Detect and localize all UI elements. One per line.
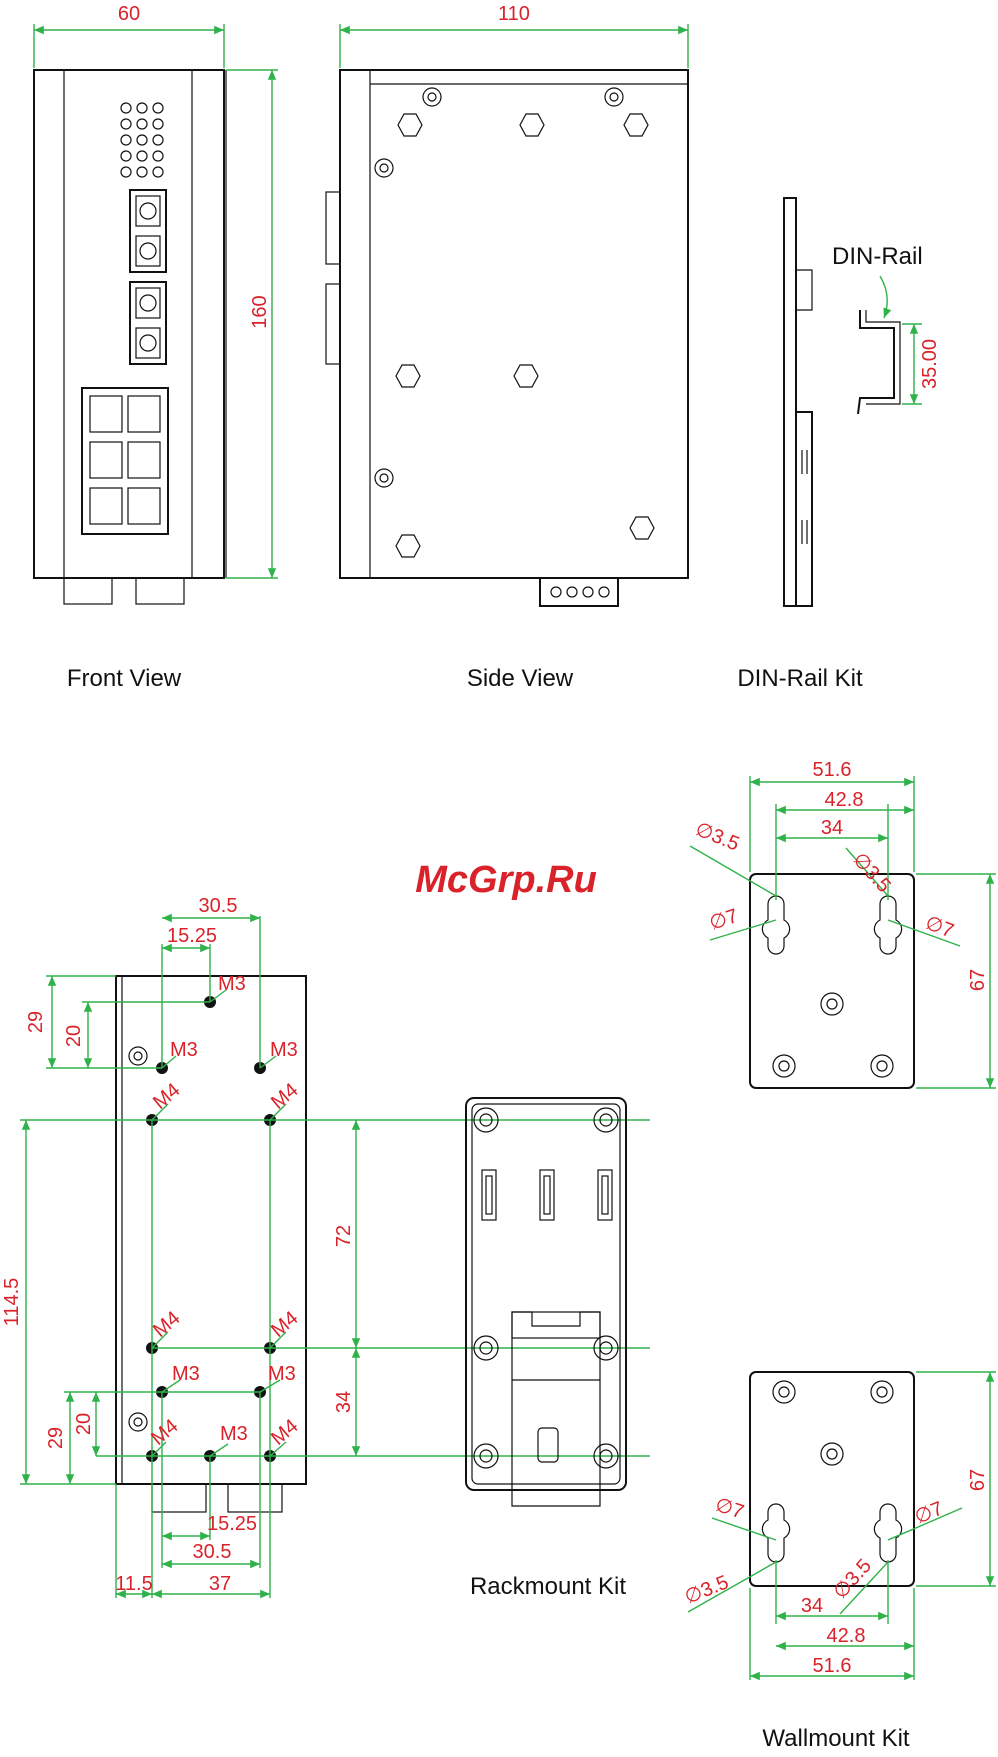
din-rail-label: DIN-Rail	[832, 243, 923, 270]
caption-din-rail-kit: DIN-Rail Kit	[737, 665, 863, 692]
wallmount-kit-bottom: 67 34 42.8 51.6 ∅3.5 ∅3.5 ∅7 ∅7	[682, 1371, 996, 1681]
caption-side-view: Side View	[467, 665, 574, 692]
wall-bottom-dim-51-6: 51.6	[813, 1655, 852, 1677]
screw-label-m3: M3	[218, 973, 246, 995]
wall-top-dim-51-6: 51.6	[813, 759, 852, 781]
wallmount-kit-top: 51.6 42.8 34 67 ∅3.5 ∅3.5 ∅7 ∅7	[689, 759, 996, 1089]
wall-top-dia-7-left: ∅7	[707, 905, 741, 935]
side-width-dim: 110	[498, 3, 530, 25]
rack-kit-screws	[473, 1107, 619, 1469]
rack-dim-20-top: 20	[63, 1025, 85, 1047]
screw-label-m3: M3	[220, 1423, 248, 1445]
screw-label-m4: M4	[149, 1307, 184, 1342]
rj45-ports	[81, 387, 169, 535]
caption-wallmount-kit: Wallmount Kit	[762, 1725, 909, 1752]
screw-label-m3: M3	[170, 1039, 198, 1061]
wall-bottom-dia-3-5-right: ∅3.5	[829, 1555, 876, 1603]
wall-bottom-dim-42-8: 42.8	[827, 1625, 866, 1647]
side-hex-bolts	[395, 113, 655, 558]
front-height-dim: 160	[249, 295, 271, 328]
rack-dim-114-5: 114.5	[1, 1278, 23, 1327]
side-screws	[374, 87, 624, 488]
caption-rackmount-kit: Rackmount Kit	[470, 1573, 626, 1600]
front-width-dim: 60	[118, 3, 140, 25]
wall-bottom-dim-34: 34	[801, 1595, 823, 1617]
screw-label-m4: M4	[267, 1307, 302, 1342]
rack-dim-30-5-bottom: 30.5	[193, 1541, 232, 1563]
wall-bottom-dia-7-right: ∅7	[912, 1498, 947, 1529]
terminal-block	[539, 577, 619, 607]
screw-label-m3: M3	[268, 1363, 296, 1385]
vent-holes	[120, 102, 164, 178]
rack-dim-37: 37	[209, 1573, 231, 1595]
fiber-ports	[129, 189, 167, 365]
screw-label-m4: M4	[267, 1079, 302, 1114]
screw-label-m3: M3	[270, 1039, 298, 1061]
watermark: McGrp.Ru	[415, 859, 597, 901]
wall-top-dim-42-8: 42.8	[825, 789, 864, 811]
screw-label-m3: M3	[172, 1363, 200, 1385]
rack-kit-slots	[481, 1169, 613, 1221]
screw-label-m4: M4	[149, 1079, 184, 1114]
rack-dim-15-25-bottom: 15.25	[207, 1513, 257, 1535]
wall-bottom-dim-67: 67	[967, 1469, 989, 1491]
wall-bottom-dia-3-5-left: ∅3.5	[682, 1571, 732, 1608]
front-view: 60 160	[33, 3, 278, 605]
rack-dim-11-5: 11.5	[115, 1573, 152, 1595]
din-rail-height-dim: 35.00	[919, 339, 941, 389]
rack-dim-29-bottom: 29	[45, 1427, 67, 1449]
rack-dim-29-top: 29	[25, 1011, 47, 1033]
rackmount-kit	[465, 1097, 627, 1507]
wall-top-dia-7-right: ∅7	[922, 912, 956, 942]
wall-top-dim-34: 34	[821, 817, 843, 839]
rack-dim-34: 34	[333, 1391, 355, 1413]
din-rail-kit: DIN-Rail 35.00	[783, 197, 941, 607]
rack-dim-72: 72	[333, 1225, 355, 1247]
wall-top-dia-3-5-left: ∅3.5	[692, 818, 742, 855]
mounting-hole-view: 30.5 15.25 29 20 114.5 72 34 29 20 15.25…	[1, 895, 650, 1599]
wall-top-dim-67: 67	[967, 969, 989, 991]
screw-label-m4: M4	[267, 1415, 302, 1450]
rack-dim-15-25-top: 15.25	[167, 925, 217, 947]
rack-dim-20-bottom: 20	[73, 1413, 95, 1435]
caption-front-view: Front View	[67, 665, 182, 692]
rack-dim-30-5-top: 30.5	[199, 895, 238, 917]
wall-bottom-dia-7-left: ∅7	[712, 1494, 746, 1524]
side-view: 110	[325, 3, 689, 607]
